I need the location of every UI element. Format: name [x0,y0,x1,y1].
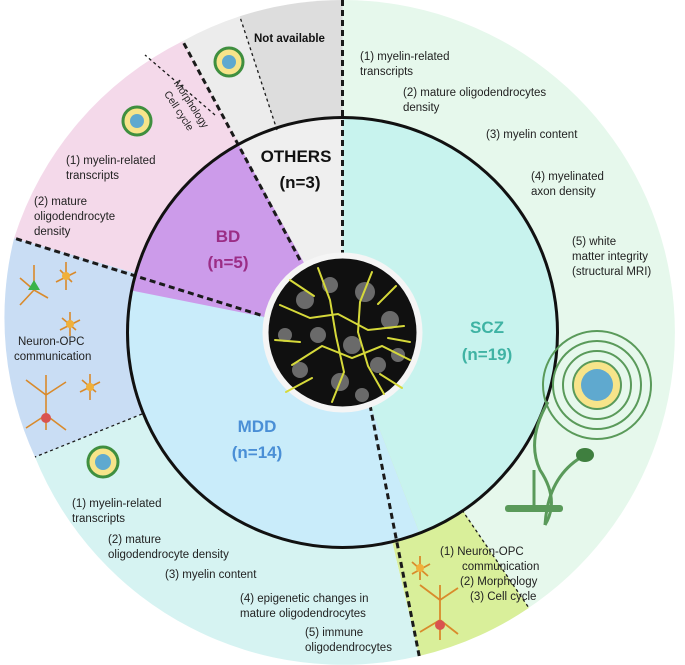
divider-scz-green [461,509,530,609]
scz-line-1: (1) myelin-related [360,51,449,63]
mdd-line-1: (1) myelin-related [72,498,161,510]
bd-oligodendrocyte-icon [121,105,153,137]
scz-group-name: SCZ [470,318,504,337]
divider-scz-mdd [368,404,421,657]
scz-line-7: axon density [531,186,596,198]
mdd-line-8: (5) immune [305,627,363,639]
scz-line-6: (4) myelinated [531,171,604,183]
mdd-findings: (1) myelin-related transcripts (2) matur… [72,498,392,654]
inner-ring-border [126,116,559,549]
scz-line-4: density [403,102,440,114]
bd-line-2: transcripts [66,170,119,182]
others-not-available: Not available [254,33,325,45]
bd-findings: (1) myelin-related transcripts (2) matur… [34,155,155,238]
scz-line-9: matter integrity [572,251,648,263]
mdd-group-count: (n=14) [232,443,283,462]
bd-line-5: density [34,226,71,238]
scz-line-3: (2) mature oligodendrocytes [403,87,546,99]
bd-line-1: (1) myelin-related [66,155,155,167]
scz-neuron-opc-findings: (1) Neuron-OPC communication (2) Morphol… [440,546,539,603]
mdd-blue-line-2: communication [14,351,91,363]
myelinated-axon-illustration [505,330,652,526]
mdd-blue-line-1: Neuron-OPC [18,336,84,348]
scz-green-line-3: (2) Morphology [460,576,538,588]
divider-mdd-bd [13,236,271,320]
mdd-line-7: mature oligodendrocytes [240,608,366,620]
divider-others-light [239,16,278,131]
scz-inner-sector [342,117,558,534]
scz-line-10: (structural MRI) [572,266,651,278]
bd-group-name: BD [216,227,241,246]
others-group-count: (n=3) [279,173,320,192]
divider-bd-others [181,40,302,261]
mdd-line-5: (3) myelin content [165,569,257,581]
mdd-group-name: MDD [238,417,277,436]
mdd-line-3: (2) mature [108,534,161,546]
scz-line-8: (5) white [572,236,616,248]
scz-green-line-2: communication [462,561,539,573]
mdd-neuron-icons [19,262,101,431]
scz-group-count: (n=19) [462,345,513,364]
bd-group-count: (n=5) [207,253,248,272]
others-oligodendrocyte-icon [213,46,245,78]
mdd-line-4: oligodendrocyte density [108,549,229,561]
others-group-name: OTHERS [261,147,332,166]
scz-findings: (1) myelin-related transcripts (2) matur… [360,51,651,278]
mdd-oligodendrocyte-icon [86,445,120,479]
divider-mdd-blue [34,413,143,458]
mdd-line-2: transcripts [72,513,125,525]
scz-line-2: transcripts [360,66,413,78]
scz-green-line-4: (3) Cell cycle [470,591,536,603]
scz-neuron-icon [411,556,459,640]
dividers [13,0,530,657]
scz-line-5: (3) myelin content [486,129,578,141]
bd-line-4: oligodendrocyte [34,211,115,223]
mdd-line-9: oligodendrocytes [305,642,392,654]
center-micrograph [262,252,423,413]
scz-green-line-1: (1) Neuron-OPC [440,546,524,558]
mdd-neuron-opc-findings: Neuron-OPC communication [14,336,91,363]
bd-line-3: (2) mature [34,196,87,208]
mdd-line-6: (4) epigenetic changes in [240,593,369,605]
